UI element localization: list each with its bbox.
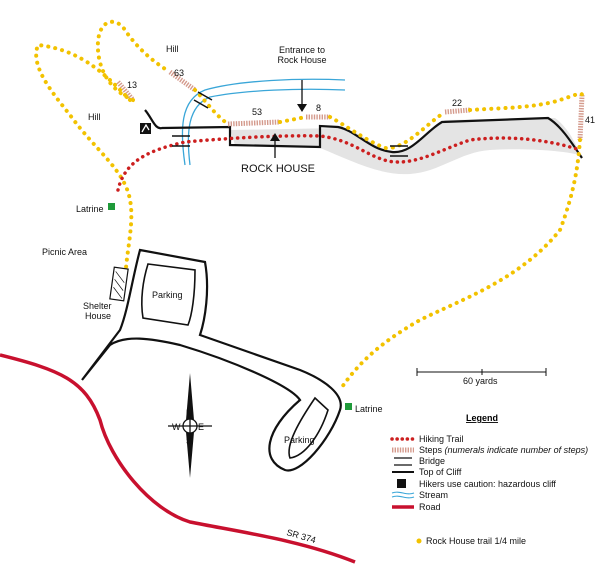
cliff-line (144, 109, 583, 159)
scale-bar (416, 368, 547, 376)
entrance-label-line2: Rock House (277, 55, 326, 65)
latrine-top-label: Latrine (76, 204, 104, 214)
steps-63-label: 63 (174, 68, 184, 78)
steps-8-label: 8 (316, 103, 321, 113)
legend-symbols (390, 437, 422, 544)
shelter-house-structure (109, 266, 129, 302)
legend-bridge-icon (394, 457, 412, 466)
parking-top-label: Parking (152, 290, 183, 300)
yellow-trail (34, 19, 584, 392)
hill-left-label: Hill (88, 112, 101, 122)
entrance-label-line1: Entrance to (279, 45, 325, 55)
steps-13-label: 13 (127, 80, 137, 90)
shelter-house-label-line1: Shelter (83, 301, 112, 311)
shelter-house-label-line2: House (85, 311, 111, 321)
entrance-arrowhead (297, 104, 307, 112)
rock-house-label: ROCK HOUSE (241, 163, 315, 175)
parking-main-outline (81, 248, 342, 472)
legend-hazard-icon (397, 479, 406, 488)
red-hiking-trail (116, 134, 582, 192)
compass-rose (168, 373, 212, 478)
legend-item-label: Steps (numerals indicate number of steps… (419, 445, 588, 455)
steps-53-label: 53 (252, 107, 262, 117)
rockhouse-arrowhead (270, 133, 280, 141)
latrine-top-marker (108, 203, 115, 210)
bridges (172, 91, 408, 157)
hill-top-label: Hill (166, 44, 179, 54)
legend-item-label: Stream (419, 490, 448, 500)
hazard-icon (140, 123, 151, 134)
legend-item-label: Top of Cliff (419, 467, 462, 477)
compass-s: S (186, 436, 192, 446)
legend-item-label: Bridge (419, 456, 445, 466)
legend-title: Legend (466, 413, 498, 423)
parking-bottom-island (288, 396, 329, 459)
road-sr374 (0, 353, 356, 564)
parking-bottom-label: Parking (284, 435, 315, 445)
stream (181, 78, 346, 166)
legend-item-label: Hiking Trail (419, 434, 464, 444)
legend-yellow-trail-dot (416, 538, 422, 544)
steps-22-label: 22 (452, 98, 462, 108)
cliff-shading (230, 118, 580, 175)
scale-label: 60 yards (463, 376, 498, 386)
steps-segments (116, 69, 585, 141)
compass-n: N (186, 408, 193, 418)
steps-41-label: 41 (585, 115, 595, 125)
legend-item-label: Road (419, 502, 441, 512)
trail-note-label: Rock House trail 1/4 mile (426, 536, 526, 546)
parking-top-island (141, 263, 196, 326)
picnic-area-label: Picnic Area (42, 247, 87, 257)
legend-item-label: Hikers use caution: hazardous cliff (419, 479, 556, 489)
latrine-bottom-label: Latrine (355, 404, 383, 414)
latrine-bottom-marker (345, 403, 352, 410)
compass-w: W (172, 422, 181, 432)
compass-e: E (198, 422, 204, 432)
legend-stream-icon (391, 491, 415, 499)
